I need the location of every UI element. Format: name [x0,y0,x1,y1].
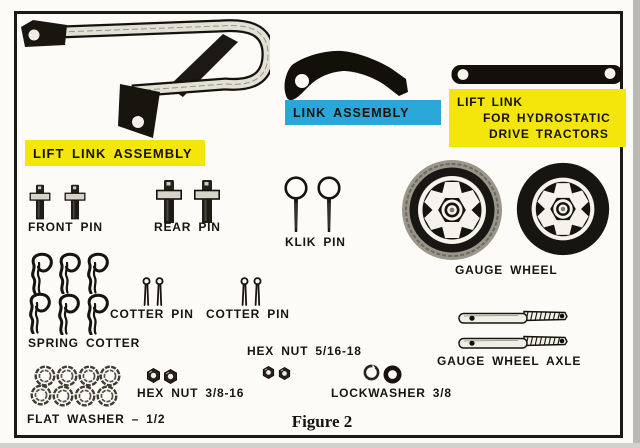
flat-washer-drawing [56,365,78,387]
scan-edge-right [633,0,640,448]
flat-washer-drawing [96,385,118,407]
cotter-pin-drawing [141,277,152,307]
lift-link-assembly-callout: LIFT LINK ASSEMBLY [25,140,205,166]
lift-link-assembly-drawing [21,19,270,138]
spring-cotter-drawing [55,293,81,335]
flat-washer-drawing [52,385,74,407]
cotter-pin-label: COTTER PIN [110,307,194,321]
cotter-pin-label: COTTER PIN [206,307,290,321]
figure-caption: Figure 2 [291,412,353,431]
scan-edge-bottom [0,443,640,448]
lift-link-bar-drawing [451,65,623,84]
lockwasher-drawing [383,365,402,384]
link-assembly-drawing [284,50,408,101]
flat-washer-drawing [74,385,96,407]
klik-pin-drawing [284,175,308,235]
flat-washer-drawing [78,365,100,387]
cotter-pin-drawing [252,277,263,307]
gauge-wheel-axle-label: GAUGE WHEEL AXLE [437,354,582,368]
front-pin-label: FRONT PIN [28,220,103,234]
front-pin-drawing [63,184,87,221]
spring-cotter-drawing [28,252,54,294]
klik-pin-label: KLIK PIN [285,235,346,249]
rear-pin-label: REAR PIN [154,220,221,234]
lockwasher-label: LOCKWASHER 3/8 [331,386,452,400]
hex-nut-drawing [278,367,291,380]
spring-cotter-drawing [84,293,110,335]
hex-nut-drawing [163,369,178,384]
gauge-wheel-axle-drawing [458,333,570,351]
spring-cotter-label: SPRING COTTER [28,336,141,350]
link-assembly-callout: LINK ASSEMBLY [285,100,441,125]
lift-link-callout: LIFT LINK FOR HYDROSTATIC DRIVE TRACTORS [449,89,626,147]
klik-pin-drawing [317,175,341,235]
spring-cotter-drawing [56,252,82,294]
lift-link-callout-line3: DRIVE TRACTORS [489,127,609,141]
gauge-wheel-label: GAUGE WHEEL [455,263,558,277]
cotter-pin-drawing [239,277,250,307]
hex-nut-5-16-label: HEX NUT 5/16-18 [247,344,362,358]
rear-pin-drawing [194,179,220,225]
lockwasher-drawing [363,364,380,381]
spring-cotter-drawing [26,292,52,334]
lift-link-callout-title: LIFT LINK [457,95,523,109]
cotter-pin-drawing [154,277,165,307]
flat-washer-drawing [99,365,121,387]
rear-pin-drawing [156,179,182,225]
flat-washer-drawing [30,384,52,406]
flat-washer-label: FLAT WASHER – 1/2 [27,412,166,426]
hex-nut-drawing [146,368,161,383]
gauge-wheel-axle-drawing [458,308,570,326]
gauge-wheel-drawing [402,160,502,260]
hex-nut-3-8-label: HEX NUT 3/8-16 [137,386,245,400]
hex-nut-drawing [262,366,275,379]
lift-link-callout-line2: FOR HYDROSTATIC [483,111,611,125]
gauge-wheel-drawing [516,162,610,256]
spring-cotter-drawing [84,252,110,294]
front-pin-drawing [28,184,52,221]
